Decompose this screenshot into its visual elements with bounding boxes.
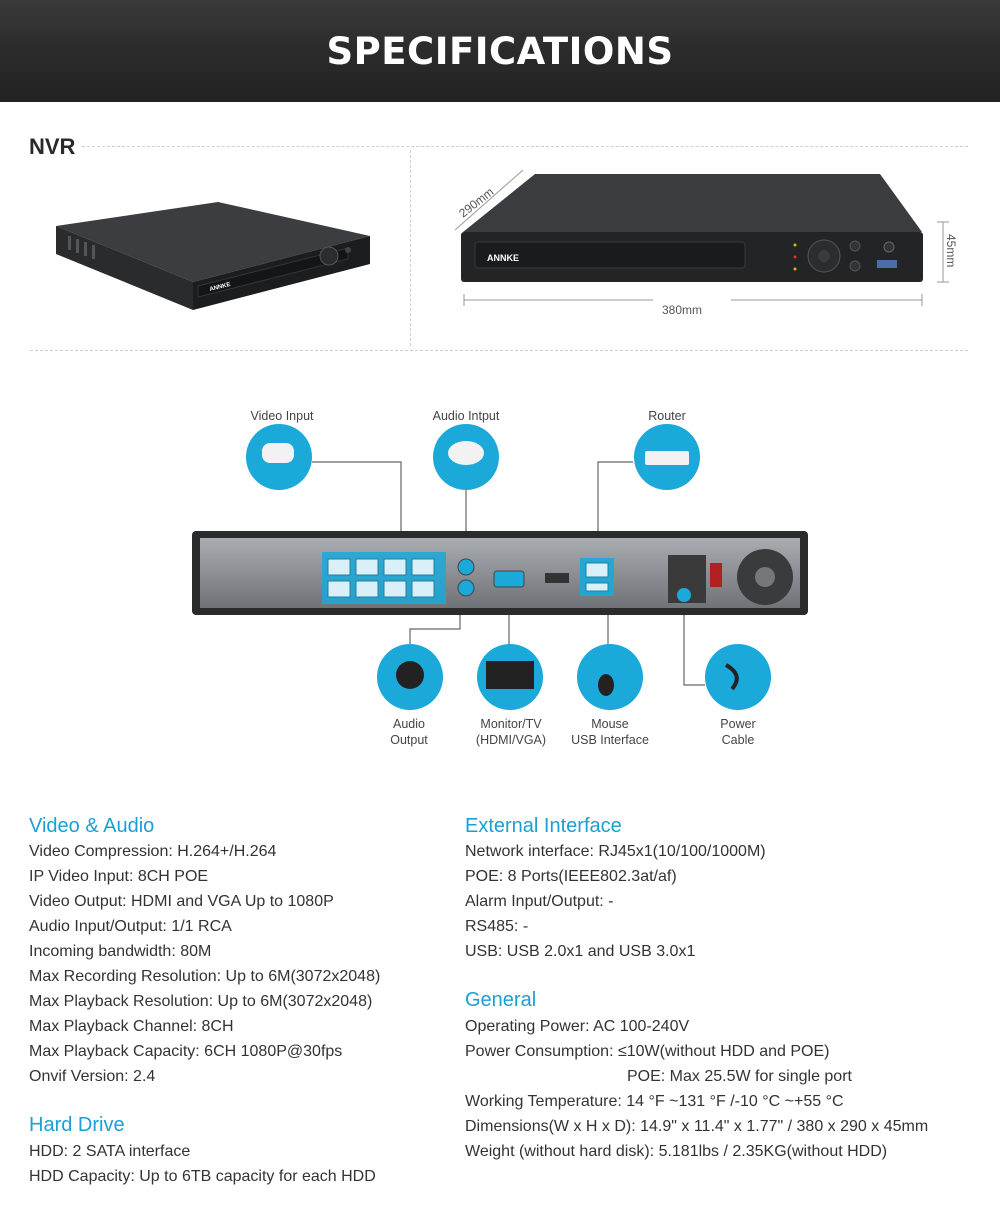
- section-title-general: General: [465, 989, 537, 1011]
- page-title: SPECIFICATIONS: [326, 30, 674, 73]
- divider-top: [82, 146, 968, 147]
- spec-item: Max Playback Channel: 8CH: [29, 1018, 234, 1035]
- spec-item: Dimensions(W x H x D): 14.9" x 11.4" x 1…: [465, 1118, 929, 1135]
- spec-item: HDD Capacity: Up to 6TB capacity for eac…: [29, 1168, 376, 1185]
- section-title-hard-drive: Hard Drive: [29, 1114, 125, 1136]
- spec-item: Max Playback Resolution: Up to 6M(3072x2…: [29, 993, 373, 1010]
- section-title-video-audio: Video & Audio: [29, 815, 155, 837]
- section-title-external-interface: External Interface: [465, 815, 622, 837]
- spec-item: Weight (without hard disk): 5.181lbs / 2…: [465, 1143, 888, 1160]
- spec-item: Working Temperature: 14 °F ~131 °F /-10 …: [465, 1093, 844, 1110]
- label-router: Router: [648, 409, 686, 423]
- spec-item: USB: USB 2.0x1 and USB 3.0x1: [465, 943, 696, 960]
- nvr-label: NVR: [29, 134, 76, 159]
- spec-item: HDD: 2 SATA interface: [29, 1143, 191, 1160]
- spec-item: POE: Max 25.5W for single port: [627, 1068, 852, 1085]
- spec-item: Operating Power: AC 100-240V: [465, 1018, 690, 1035]
- spec-item: Network interface: RJ45x1(10/100/1000M): [465, 843, 766, 860]
- nvr-angled-image: ANNKE: [56, 202, 370, 310]
- spec-item: RS485: -: [465, 918, 529, 935]
- divider-vertical: [410, 150, 411, 346]
- nvr-front-image: ANNKE 290mm 380mm 45mm: [454, 169, 958, 317]
- dim-width-label: 380mm: [662, 303, 702, 317]
- header-banner: SPECIFICATIONS: [0, 0, 1000, 102]
- nvr-brand: ANNKE: [487, 253, 519, 263]
- dim-height-label: 45mm: [944, 234, 958, 267]
- divider-bottom: [30, 350, 968, 351]
- label-audio-input: Audio Intput: [432, 409, 500, 423]
- spec-item: Video Output: HDMI and VGA Up to 1080P: [29, 893, 334, 910]
- spec-item: Max Recording Resolution: Up to 6M(3072x…: [29, 968, 381, 985]
- nvr-brand-small: ANNKE: [209, 282, 231, 293]
- spec-item: Video Compression: H.264+/H.264: [29, 843, 277, 860]
- connection-diagram: [192, 424, 808, 710]
- spec-item: Onvif Version: 2.4: [29, 1068, 156, 1085]
- label-monitor: Monitor/TV(HDMI/VGA): [475, 717, 547, 747]
- spec-item: POE: 8 Ports(IEEE802.3at/af): [465, 868, 677, 885]
- label-video-input: Video Input: [250, 409, 314, 423]
- spec-item: IP Video Input: 8CH POE: [29, 868, 209, 885]
- spec-item: Alarm Input/Output: -: [465, 893, 614, 910]
- spec-item: Audio Input/Output: 1/1 RCA: [29, 918, 232, 935]
- spec-item: Max Playback Capacity: 6CH 1080P@30fps: [29, 1043, 343, 1060]
- spec-item: Incoming bandwidth: 80M: [29, 943, 212, 960]
- spec-item: Power Consumption: ≤10W(without HDD and …: [465, 1043, 830, 1060]
